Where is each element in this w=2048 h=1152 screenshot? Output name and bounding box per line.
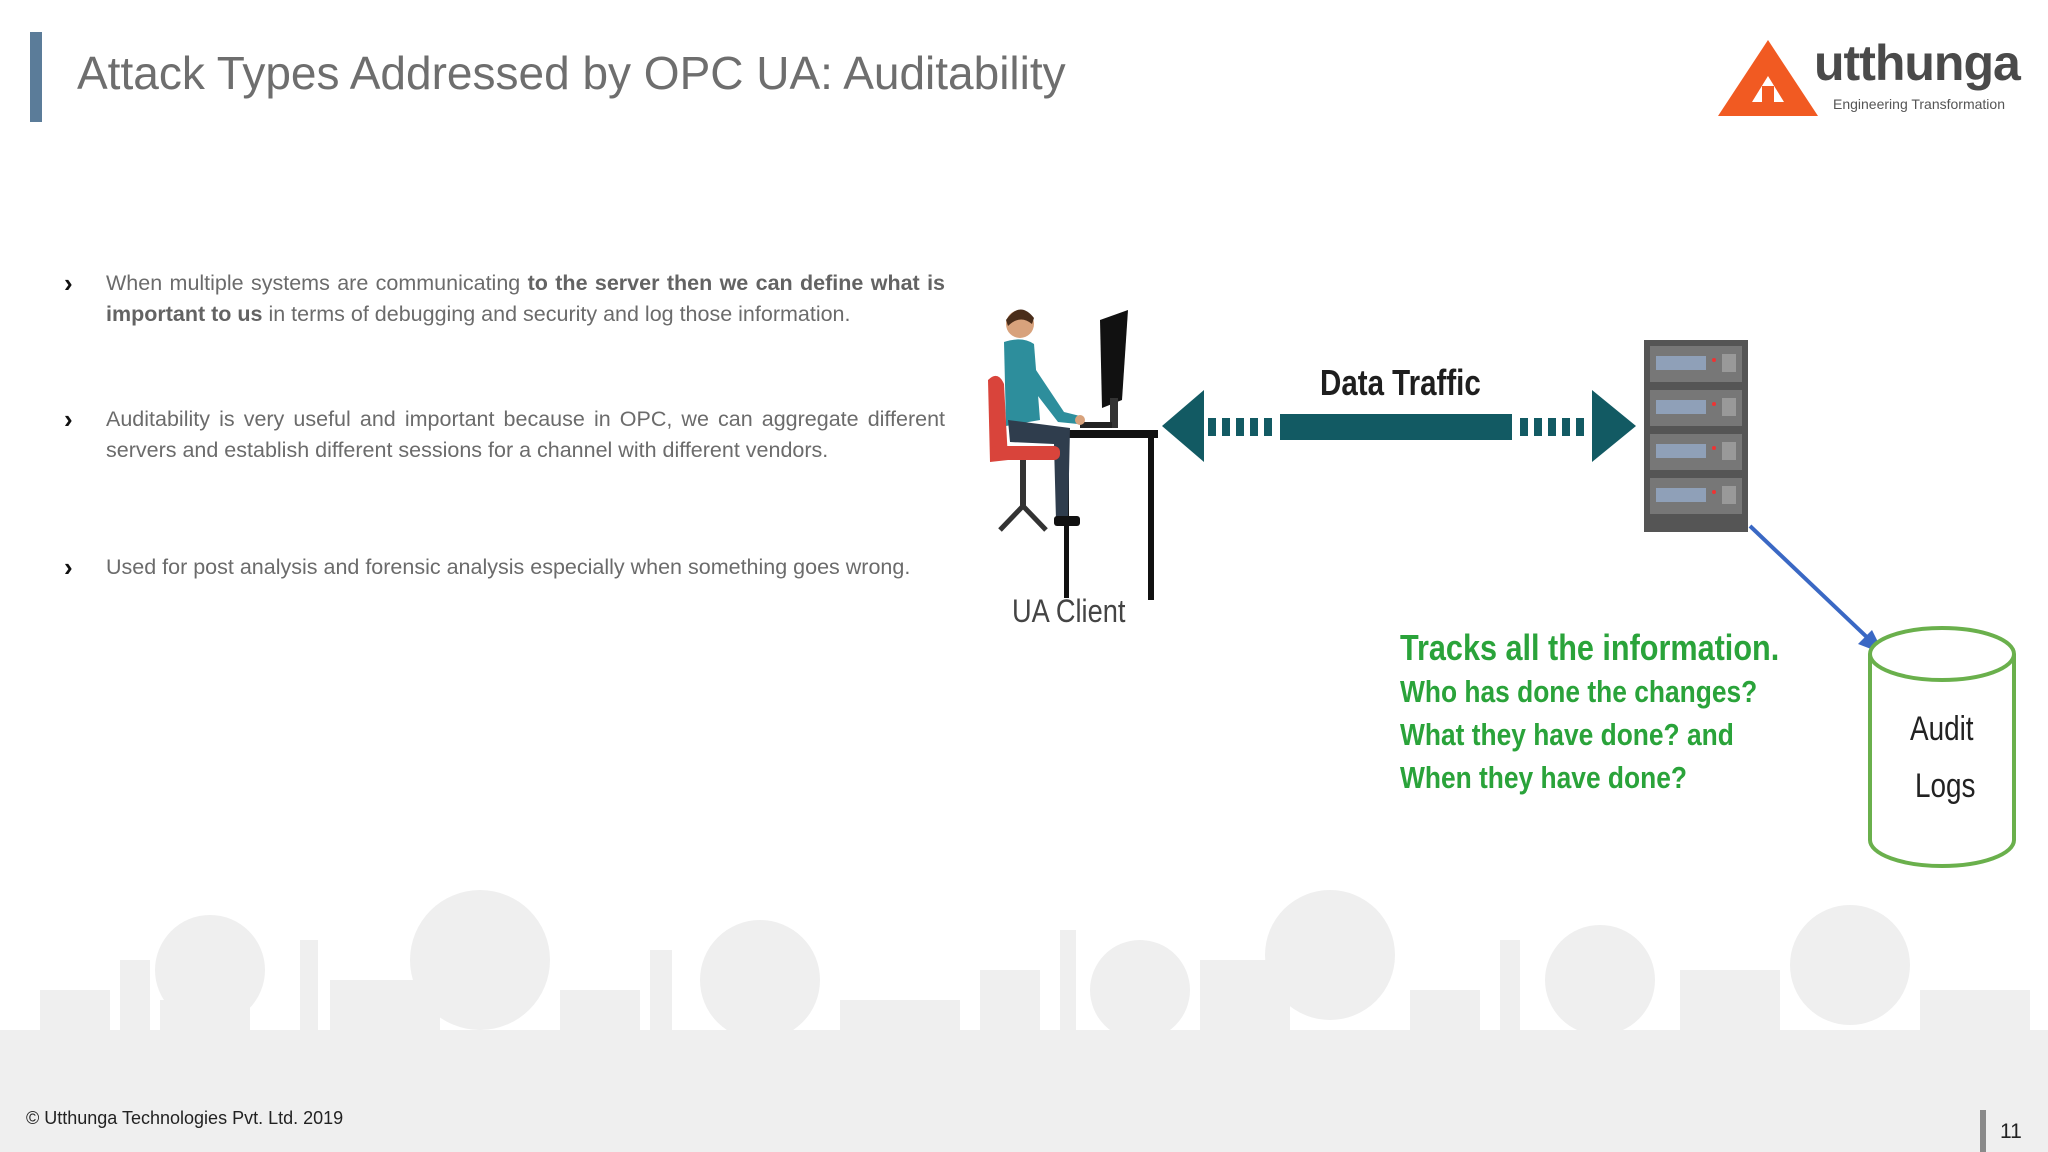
audit-label: Audit xyxy=(1910,710,1974,748)
bullet-text-part: Used for post analysis and forensic anal… xyxy=(106,555,911,579)
copyright-footer: © Utthunga Technologies Pvt. Ltd. 2019 xyxy=(26,1108,344,1128)
diagram-graphics xyxy=(988,309,2016,868)
chevron-right-icon: › xyxy=(64,552,73,582)
page-number: 11 xyxy=(2000,1120,2022,1143)
skyline-background xyxy=(0,890,2048,1152)
company-logo: utthunga Engineering Transformation xyxy=(1718,35,2021,120)
what-line: What they have done? and xyxy=(1400,717,1734,752)
logo-mark-icon xyxy=(1718,40,1818,116)
slide-title: Attack Types Addressed by OPC UA: Audita… xyxy=(77,47,1066,99)
bullet-text: Auditability is very useful and importan… xyxy=(106,404,945,466)
title-accent-bar xyxy=(30,32,42,122)
logo-tagline: Engineering Transformation xyxy=(1833,96,2005,112)
person-at-computer-icon xyxy=(988,309,1158,600)
bullet-text: When multiple systems are communicating … xyxy=(106,268,945,330)
who-line: Who has done the changes? xyxy=(1400,674,1758,709)
audit-logs-cylinder-icon xyxy=(1868,626,2016,868)
ua-client-label: UA Client xyxy=(1012,593,1126,629)
bullet-text-part: Auditability is very useful and importan… xyxy=(106,407,945,462)
data-traffic-arrow-icon xyxy=(1162,390,1636,462)
bullet-text-bold: to the server then we can define what is… xyxy=(106,271,945,326)
server-rack-icon xyxy=(1644,340,1748,532)
page-number-bar xyxy=(1980,1110,1986,1152)
chevron-right-icon: › xyxy=(64,268,73,298)
data-traffic-label: Data Traffic xyxy=(1320,362,1481,403)
tracks-info-line: Tracks all the information. xyxy=(1400,627,1780,668)
bullet-text-part: in terms of debugging and security and l… xyxy=(262,302,851,326)
auditability-diagram: Data Traffic UA Client Tracks all the in… xyxy=(960,280,2020,900)
when-line: When they have done? xyxy=(1400,760,1687,795)
logs-label: Logs xyxy=(1915,767,1976,805)
bullet-text-part: When multiple systems are communicating xyxy=(106,271,528,295)
logo-name: utthunga xyxy=(1814,35,2021,91)
bullet-text: Used for post analysis and forensic anal… xyxy=(106,552,945,583)
chevron-right-icon: › xyxy=(64,404,73,434)
